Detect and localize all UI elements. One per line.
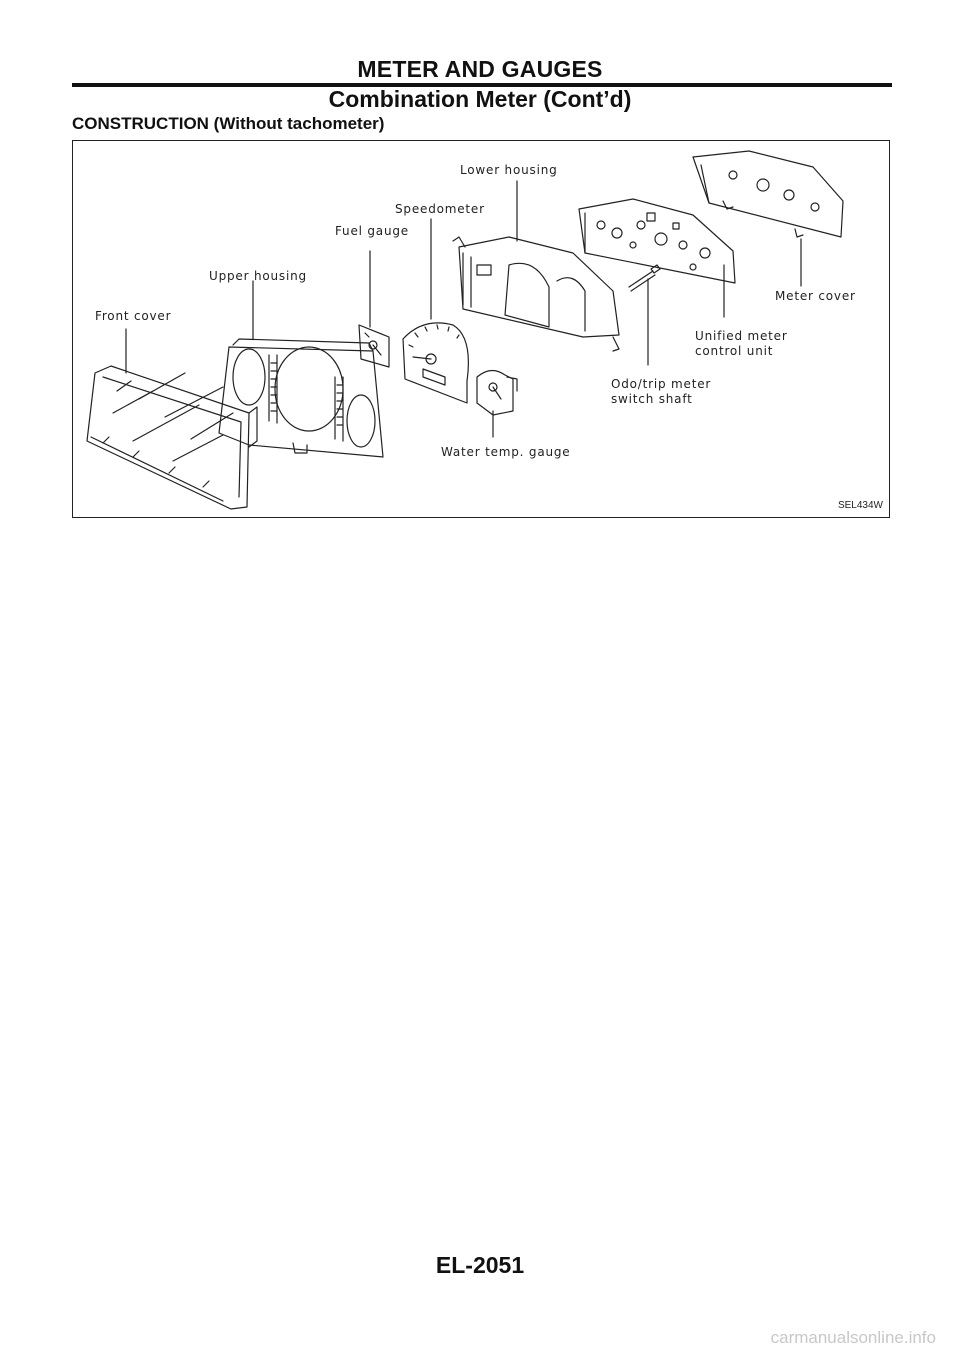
label-unified-meter-line1: Unified meter [695,329,788,343]
label-unified-meter-control-unit: Unified meter control unit [695,329,788,359]
diagram-drawing [86,150,844,510]
odo-trip-switch-shaft-part [628,264,661,292]
label-water-temp-gauge: Water temp. gauge [441,445,571,459]
lower-housing-part [452,236,620,352]
section-title: CONSTRUCTION (Without tachometer) [72,114,385,133]
unified-meter-control-unit-part [578,198,736,284]
label-odo-trip-line2: switch shaft [611,392,693,406]
label-meter-cover: Meter cover [775,289,856,303]
meter-cover-part [692,150,844,238]
label-upper-housing: Upper housing [209,269,307,283]
speedometer-part [402,322,469,404]
exploded-diagram: Lower housing Speedometer Fuel gauge Upp… [72,140,890,518]
header-rule [72,83,892,87]
label-speedometer: Speedometer [395,202,485,216]
header-title: METER AND GAUGES [357,56,603,82]
label-odo-trip-line1: Odo/trip meter [611,377,712,391]
label-unified-meter-line2: control unit [695,344,774,358]
label-front-cover: Front cover [95,309,172,323]
label-lower-housing: Lower housing [460,163,558,177]
leader-lines [125,180,802,438]
figure-id: SEL434W [837,500,883,511]
label-fuel-gauge: Fuel gauge [335,224,409,238]
label-odo-trip-switch-shaft: Odo/trip meter switch shaft [611,377,711,407]
page-number: EL-2051 [435,1252,525,1278]
upper-housing-part [218,338,384,458]
water-temp-gauge-part [476,369,518,416]
watermark: carmanualsonline.info [770,1328,936,1347]
header-subtitle: Combination Meter (Cont’d) [328,86,632,112]
front-cover-part [86,365,258,510]
fuel-gauge-part [358,324,390,368]
